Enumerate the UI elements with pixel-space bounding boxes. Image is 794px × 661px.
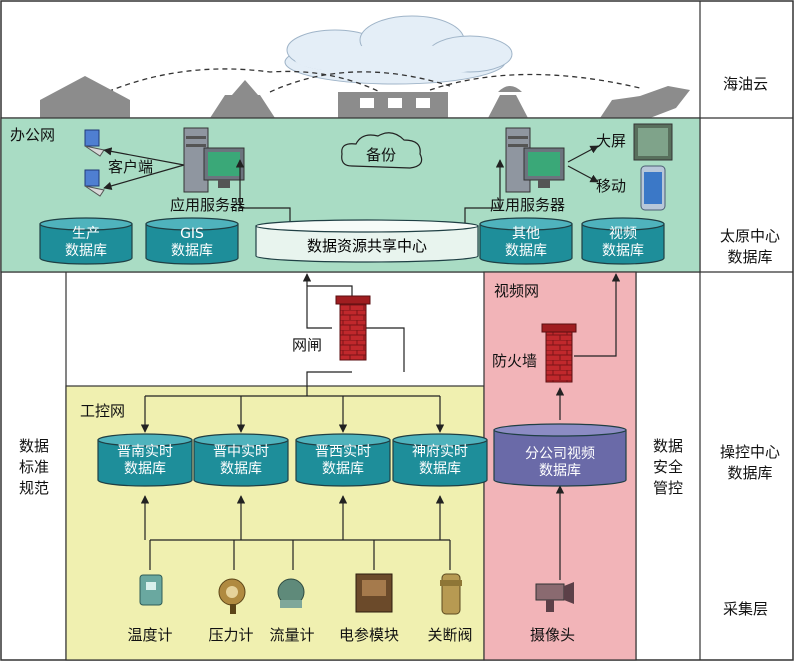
camera-icon — [535, 582, 574, 612]
wireless-tower-icon — [488, 86, 528, 118]
cloud-links — [99, 68, 641, 96]
mobile-label: 移动 — [596, 177, 627, 195]
shutoff-valve-icon — [440, 573, 462, 615]
app-server-right-icon — [505, 127, 565, 193]
big-screen-arrow — [567, 145, 599, 163]
control-network-title: 工控网 — [80, 402, 126, 420]
acquisition-layer-label: 采集层 — [723, 600, 769, 618]
production-db-label: 生产数据库 — [65, 226, 107, 259]
sensor-label-pressure: 压力计 — [208, 626, 254, 644]
house-icon — [40, 76, 130, 118]
share-to-left-server-arrow — [235, 159, 291, 225]
big-screen-label: 大屏 — [596, 132, 627, 150]
share-to-right-server-arrow — [464, 159, 505, 225]
oil-pump-icon — [210, 80, 275, 118]
other-db-cylinder — [479, 217, 573, 265]
share-center-cylinder — [255, 219, 479, 263]
flow-meter-icon — [277, 578, 305, 608]
jinxi-db-cylinder — [295, 433, 391, 487]
big-screen-icon — [633, 123, 673, 161]
data-standards-label: 数据标准规范 — [18, 437, 49, 497]
gis-db-cylinder — [145, 217, 239, 265]
branch-video-db-label: 分公司视频数据库 — [525, 446, 595, 479]
cloud-icon — [284, 15, 513, 85]
app-server-right-label: 应用服务器 — [490, 196, 566, 214]
sensor-label-thermometer: 温度计 — [127, 626, 173, 644]
firewall-label: 防火墙 — [492, 352, 538, 370]
gateway-label: 网闸 — [292, 336, 323, 354]
jinnan-db-label: 晋南实时数据库 — [117, 444, 173, 477]
backup-label: 备份 — [366, 146, 397, 164]
jinxi-db-label: 晋西实时数据库 — [315, 444, 371, 477]
taiyuan-layer-label: 太原中心数据库 — [719, 227, 780, 266]
data-security-label: 数据安全管控 — [652, 437, 683, 497]
shenfu-db-label: 神府实时数据库 — [412, 444, 468, 477]
control-network-region — [65, 385, 485, 661]
jinzhong-db-label: 晋中实时数据库 — [213, 444, 269, 477]
helicopter-icon — [600, 86, 690, 118]
gateway-link-out — [306, 371, 352, 386]
control-center-layer-label: 操控中心数据库 — [719, 443, 780, 482]
jinzhong-db-cylinder — [193, 433, 289, 487]
power-module-icon — [355, 573, 393, 613]
video-db-cylinder — [581, 217, 665, 265]
share-center-label: 数据资源共享中心 — [306, 237, 427, 255]
sensor-label-flow: 流量计 — [269, 626, 315, 644]
client-arrow-lower — [103, 164, 185, 190]
sensor-connections — [140, 495, 451, 570]
mobile-arrow — [567, 165, 599, 183]
client-label: 客户端 — [108, 158, 154, 176]
branch-video-db-cylinder — [493, 423, 627, 487]
backup-cloud-icon — [341, 132, 423, 169]
control-db-connections — [140, 386, 445, 433]
other-db-label: 其他数据库 — [505, 226, 547, 259]
sensor-label-valve: 关断阀 — [427, 626, 473, 644]
video-network-title: 视频网 — [494, 282, 540, 300]
pressure-gauge-icon — [218, 578, 246, 614]
app-server-left-label: 应用服务器 — [170, 196, 246, 214]
shenfu-db-cylinder — [392, 433, 488, 487]
jinnan-db-cylinder — [97, 433, 193, 487]
office-network-title: 办公网 — [10, 126, 56, 144]
mobile-phone-icon — [640, 165, 666, 211]
client-arrow-upper — [103, 147, 185, 166]
sensor-label-power: 电参模块 — [338, 626, 399, 644]
thermometer-icon — [139, 574, 163, 606]
firewall-to-video-db-arrow — [574, 273, 621, 357]
cloud-layer-label: 海油云 — [723, 75, 769, 93]
gateway-firewall-icon — [335, 295, 371, 361]
production-db-cylinder — [39, 217, 133, 265]
client-pc-icon — [84, 129, 105, 197]
video-firewall-icon — [541, 323, 577, 383]
camera-label: 摄像头 — [530, 626, 576, 644]
video-db-label: 视频数据库 — [602, 226, 644, 259]
